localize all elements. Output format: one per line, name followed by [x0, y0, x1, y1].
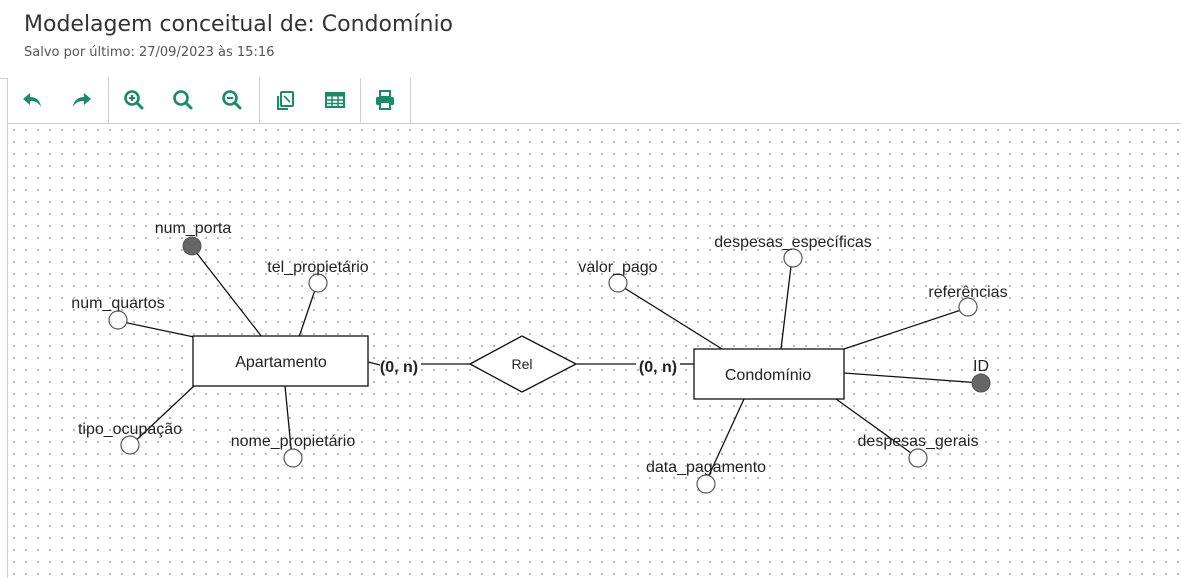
- attribute-num-quartos[interactable]: num_quartos: [71, 295, 165, 330]
- attribute-data-pagamento[interactable]: data_pagamento: [646, 459, 766, 494]
- history-group: [8, 78, 109, 123]
- entity-apartamento[interactable]: Apartamento: [192, 335, 369, 387]
- attribute-label: despesas_específicas: [714, 234, 871, 251]
- attribute-referencias[interactable]: referências: [928, 284, 1008, 317]
- attribute-label: num_porta: [155, 220, 232, 237]
- zoom-out-icon: [222, 90, 242, 110]
- toolbar: [7, 78, 1181, 124]
- entity-label: Apartamento: [235, 354, 327, 371]
- relationship-label: Rel: [511, 356, 532, 372]
- attribute-label: num_quartos: [71, 295, 164, 312]
- attribute-id[interactable]: ID: [971, 358, 991, 393]
- print-button[interactable]: [372, 87, 398, 113]
- undo-button[interactable]: [19, 87, 45, 113]
- attribute-label: nome_propietário: [231, 433, 356, 450]
- zoom-out-button[interactable]: [219, 87, 245, 113]
- attribute-tipo-ocupacao[interactable]: tipo_ocupação: [78, 421, 182, 455]
- print-group: [360, 78, 411, 123]
- redo-icon: [73, 93, 91, 107]
- page-title: Modelagem conceitual de: Condomínio: [24, 12, 454, 37]
- attribute-label: tipo_ocupação: [78, 421, 182, 438]
- cardinality-right: (0, n): [639, 359, 677, 376]
- zoom-reset-button[interactable]: [170, 87, 196, 113]
- attribute-valor-pago[interactable]: valor_pago: [578, 259, 658, 293]
- zoom-in-icon: [124, 90, 144, 110]
- last-saved-text: Salvo por último: 27/09/2023 às 15:16: [24, 45, 275, 60]
- zoom-group: [108, 78, 260, 123]
- tools-group: [259, 78, 361, 123]
- copy-icon: [277, 91, 294, 110]
- page-header: Modelagem conceitual de: Condomínio Salv…: [0, 0, 1181, 79]
- attribute-label: tel_propietário: [267, 259, 369, 276]
- attribute-despesas-gerais[interactable]: despesas_gerais: [858, 433, 979, 468]
- attribute-label: valor_pago: [578, 259, 657, 276]
- entity-condominio[interactable]: Condomínio: [693, 348, 845, 400]
- attribute-despesas-especificas[interactable]: despesas_específicas: [714, 234, 872, 268]
- entity-label: Condomínio: [725, 367, 811, 384]
- undo-icon: [23, 93, 41, 107]
- attribute-label: referências: [928, 284, 1007, 301]
- attribute-label: despesas_gerais: [858, 433, 979, 450]
- zoom-in-button[interactable]: [121, 87, 147, 113]
- attribute-num-porta[interactable]: num_porta: [155, 220, 232, 256]
- cardinality-left: (0, n): [380, 359, 418, 376]
- table-button[interactable]: [322, 87, 348, 113]
- search-icon: [173, 90, 193, 110]
- diagram-canvas[interactable]: [7, 124, 1181, 578]
- attribute-label: data_pagamento: [646, 459, 766, 476]
- table-icon: [325, 92, 345, 108]
- copy-button[interactable]: [272, 87, 298, 113]
- connector-lines: [117, 246, 982, 485]
- attribute-label: ID: [973, 358, 989, 375]
- relationship-rel[interactable]: Rel: [468, 335, 578, 393]
- redo-button[interactable]: [69, 87, 95, 113]
- print-icon: [376, 90, 394, 110]
- attribute-nome-propietario[interactable]: nome_propietário: [231, 433, 356, 468]
- attribute-tel-propietario[interactable]: tel_propietário: [267, 259, 369, 293]
